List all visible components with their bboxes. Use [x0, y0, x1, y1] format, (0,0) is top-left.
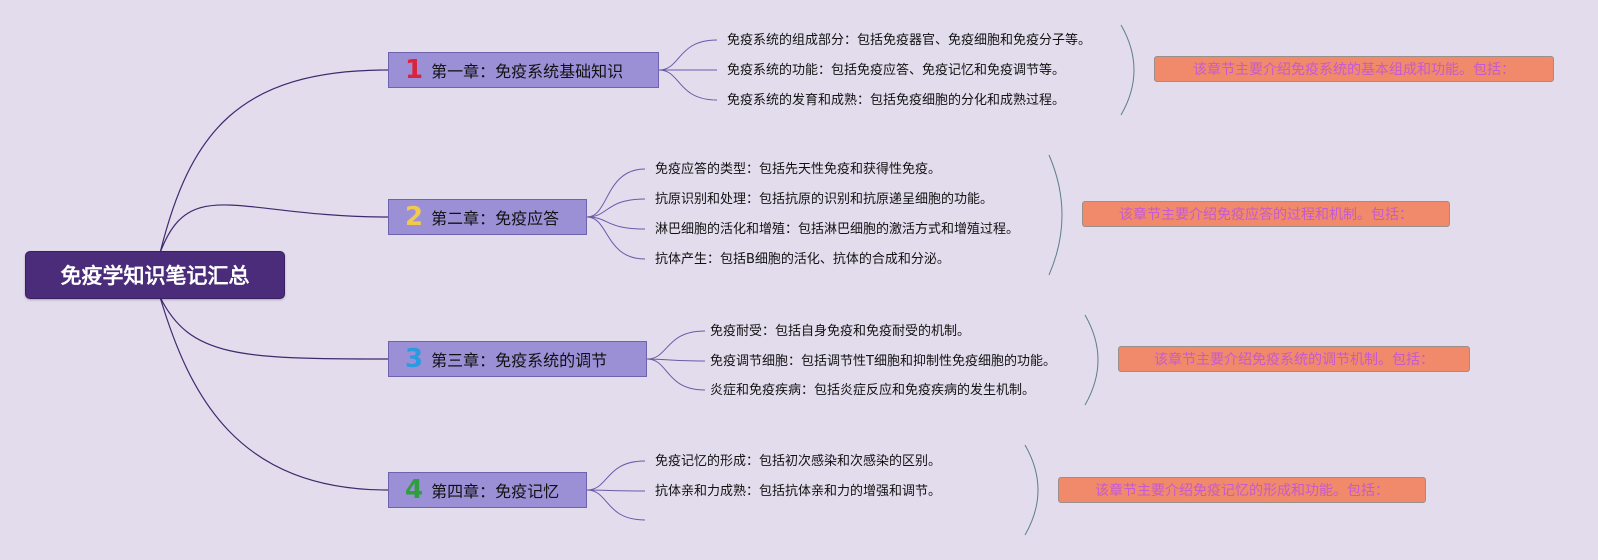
chapter-3-summary[interactable]: 该章节主要介绍免疫系统的调节机制。包括：: [1118, 346, 1470, 372]
link-chapter-2-to-item-1: [586, 168, 646, 218]
chapter-2-item-4[interactable]: 抗体产生：包括B细胞的活化、抗体的合成和分泌。: [655, 252, 950, 267]
chapter-1-topic[interactable]: 1 第一章：免疫系统基础知识: [388, 52, 659, 88]
chapter-1-item-1[interactable]: 免疫系统的组成部分：包括免疫器官、免疫细胞和免疫分子等。: [727, 33, 1092, 48]
chapter-3-title: 第三章：免疫系统的调节: [431, 351, 608, 370]
chapter-2-summary[interactable]: 该章节主要介绍免疫应答的过程和机制。包括：: [1082, 201, 1450, 227]
chapter-4-summary[interactable]: 该章节主要介绍免疫记忆的形成和功能。包括：: [1058, 477, 1426, 503]
chapter-4-topic[interactable]: 4 第四章：免疫记忆: [388, 472, 587, 508]
summary-bracket-2: [1048, 154, 1063, 276]
root-title: 免疫学知识笔记汇总: [60, 264, 250, 288]
chapter-3-item-1[interactable]: 免疫耐受：包括自身免疫和免疫耐受的机制。: [710, 324, 971, 339]
link-chapter-4-to-item-1: [586, 460, 646, 491]
chapter-2-title: 第二章：免疫应答: [431, 209, 560, 228]
chapter-3-topic[interactable]: 3 第三章：免疫系统的调节: [388, 341, 647, 377]
chapter-3-number: 3: [405, 344, 424, 374]
chapter-4-number: 4: [405, 475, 424, 505]
link-chapter-3-to-item-2: [646, 358, 706, 362]
chapter-2-item-2[interactable]: 抗原识别和处理：包括抗原的识别和抗原递呈细胞的功能。: [655, 192, 994, 207]
link-chapter-2-to-item-3: [586, 216, 646, 230]
link-root-to-chapter-4: [159, 296, 389, 491]
chapter-2-item-3[interactable]: 淋巴细胞的活化和增殖：包括淋巴细胞的激活方式和增殖过程。: [655, 222, 1020, 237]
chapter-3-item-2[interactable]: 免疫调节细胞：包括调节性T细胞和抑制性免疫细胞的功能。: [710, 354, 1056, 369]
link-root-to-chapter-2: [159, 204, 389, 254]
link-chapter-2-to-item-2: [586, 198, 646, 218]
summary-bracket-1: [1120, 24, 1135, 116]
chapter-1-item-3[interactable]: 免疫系统的发育和成熟：包括免疫细胞的分化和成熟过程。: [727, 93, 1066, 108]
chapter-2-number: 2: [405, 202, 424, 232]
chapter-4-item-2[interactable]: 抗体亲和力成熟：包括抗体亲和力的增强和调节。: [655, 484, 942, 499]
link-chapter-2-to-item-4: [586, 216, 646, 260]
root-topic[interactable]: 免疫学知识笔记汇总: [25, 251, 285, 299]
link-chapter-3-to-item-1: [646, 330, 706, 360]
chapter-1-item-2[interactable]: 免疫系统的功能：包括免疫应答、免疫记忆和免疫调节等。: [727, 63, 1066, 78]
chapter-1-summary[interactable]: 该章节主要介绍免疫系统的基本组成和功能。包括：: [1154, 56, 1554, 82]
link-chapter-4-to-item-2: [586, 489, 646, 492]
link-chapter-1-to-item-3: [658, 69, 718, 101]
chapter-1-number: 1: [405, 55, 424, 85]
chapter-4-item-1[interactable]: 免疫记忆的形成：包括初次感染和次感染的区别。: [655, 454, 942, 469]
chapter-4-title: 第四章：免疫记忆: [431, 482, 560, 501]
link-chapter-1-to-item-1: [658, 39, 718, 71]
chapter-2-topic[interactable]: 2 第二章：免疫应答: [388, 199, 587, 235]
chapter-2-item-1[interactable]: 免疫应答的类型：包括先天性免疫和获得性免疫。: [655, 162, 942, 177]
link-chapter-4-to-item-3: [586, 489, 646, 521]
chapter-3-item-3[interactable]: 炎症和免疫疾病：包括炎症反应和免疫疾病的发生机制。: [710, 383, 1036, 398]
link-root-to-chapter-1: [159, 69, 389, 254]
chapter-1-title: 第一章：免疫系统基础知识: [431, 62, 624, 81]
summary-bracket-4: [1024, 444, 1039, 536]
link-root-to-chapter-3: [159, 296, 389, 360]
link-chapter-3-to-item-3: [646, 358, 706, 391]
summary-bracket-3: [1084, 314, 1099, 406]
